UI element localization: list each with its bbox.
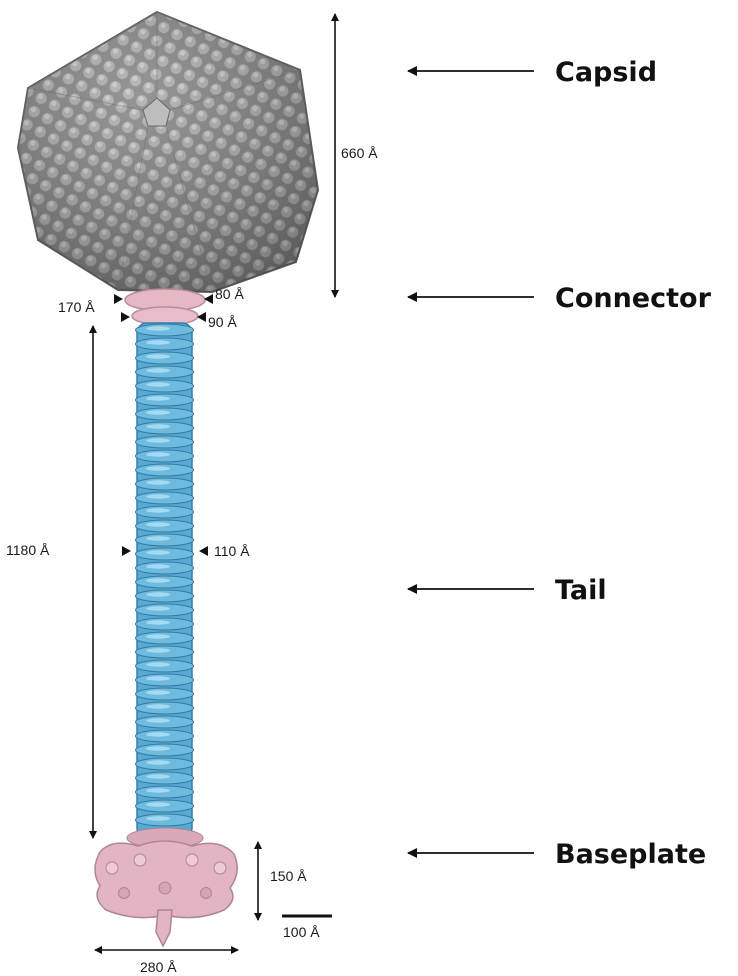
tail-segment-highlight xyxy=(146,578,170,582)
tail-width-marker-right xyxy=(199,546,208,556)
tail-segment-highlight xyxy=(146,340,170,344)
tail-segment-highlight xyxy=(146,382,170,386)
tail-length-label: 1180 Å xyxy=(6,542,50,558)
tail-segment-highlight xyxy=(146,424,170,428)
tail-segment-highlight xyxy=(146,326,170,330)
tail-segment-highlight xyxy=(146,396,170,400)
capsid-height-label: 660 Å xyxy=(341,145,378,161)
tail-width-marker-left xyxy=(122,546,131,556)
tail-segment-highlight xyxy=(146,466,170,470)
tail-segment-highlight xyxy=(146,550,170,554)
tail-segment-highlight xyxy=(146,592,170,596)
tail-segment-highlight xyxy=(146,774,170,778)
tail-width-label: 110 Å xyxy=(214,543,250,559)
tail xyxy=(136,323,194,838)
tail-segment-highlight xyxy=(146,494,170,498)
connector xyxy=(125,289,205,325)
tail-segment-highlight xyxy=(146,634,170,638)
baseplate-width-label: 280 Å xyxy=(140,959,177,975)
tail-segment-highlight xyxy=(146,816,170,820)
tail-segment-highlight xyxy=(146,620,170,624)
tail-segment-highlight xyxy=(146,760,170,764)
baseplate xyxy=(95,828,237,946)
connector-top-width-label: 80 Å xyxy=(215,286,244,302)
tail-segment-highlight xyxy=(146,746,170,750)
capsid xyxy=(18,12,318,292)
connector-width-label: 170 Å xyxy=(58,299,95,315)
tail-segment-highlight xyxy=(146,522,170,526)
scale-bar-label: 100 Å xyxy=(283,924,320,940)
tail-segment-highlight xyxy=(146,704,170,708)
baseplate-height-label: 150 Å xyxy=(270,868,307,884)
tail-segment-highlight xyxy=(146,802,170,806)
tail-segment-highlight xyxy=(146,354,170,358)
connector-label: Connector xyxy=(555,283,712,314)
tail-segment-highlight xyxy=(146,732,170,736)
tail-segment-highlight xyxy=(146,452,170,456)
tail-segment-highlight xyxy=(146,368,170,372)
tail-label: Tail xyxy=(555,575,607,606)
tail-segment-highlight xyxy=(146,508,170,512)
connector-bottom-width-label: 90 Å xyxy=(208,314,237,330)
tail-segment-highlight xyxy=(146,410,170,414)
tail-segment-highlight xyxy=(146,676,170,680)
tail-segment-highlight xyxy=(146,690,170,694)
tail-segment-highlight xyxy=(146,788,170,792)
tail-segment-highlight xyxy=(146,536,170,540)
tail-segment-highlight xyxy=(146,648,170,652)
capsid-label: Capsid xyxy=(555,57,657,88)
baseplate-label: Baseplate xyxy=(555,839,706,870)
tail-segment-highlight xyxy=(146,718,170,722)
tail-segment-highlight xyxy=(146,480,170,484)
tail-segment-highlight xyxy=(146,606,170,610)
tail-segment-highlight xyxy=(146,438,170,442)
tail-segment-highlight xyxy=(146,564,170,568)
tail-segment-highlight xyxy=(146,662,170,666)
